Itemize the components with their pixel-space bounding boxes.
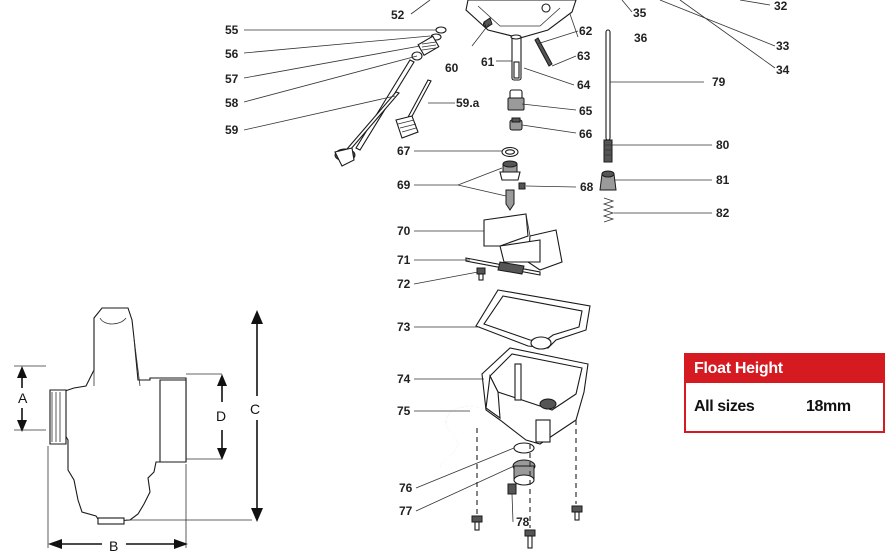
callout-79: 79 <box>712 75 726 89</box>
callout-69: 69 <box>397 178 411 192</box>
callout-59a: 59.a <box>456 96 480 110</box>
callout-35: 35 <box>633 6 647 20</box>
part-60 <box>471 17 493 47</box>
part-68-screw <box>518 182 526 190</box>
needle-jet-assembly <box>334 26 447 167</box>
part-75-hose <box>439 405 484 467</box>
callout-64: 64 <box>577 78 591 92</box>
callout-68: 68 <box>580 180 594 194</box>
callout-67: 67 <box>397 144 411 158</box>
float-height-row-value: 18mm <box>806 398 851 415</box>
callout-72: 72 <box>397 277 411 291</box>
dimension-b-label: B <box>109 538 118 554</box>
callout-59: 59 <box>225 123 239 137</box>
dimension-c-label: C <box>250 401 260 417</box>
part-72-screw <box>476 267 486 281</box>
callout-74: 74 <box>397 372 411 386</box>
part-79-rod <box>605 29 611 141</box>
dimension-a-label: A <box>18 390 28 406</box>
carb-body-top <box>465 0 577 39</box>
float-height-table: Float Height All sizes 18mm <box>684 353 885 433</box>
callout-70: 70 <box>397 224 411 238</box>
callout-labels: 52 55 56 57 58 59 59.a 60 61 62 63 64 35… <box>225 0 790 529</box>
callout-58: 58 <box>225 96 239 110</box>
float-height-row-label: All sizes <box>694 398 755 415</box>
callout-63: 63 <box>577 49 591 63</box>
part-82-spring <box>602 197 615 223</box>
callout-34: 34 <box>776 63 790 77</box>
callout-62: 62 <box>579 24 593 38</box>
float-height-row: All sizes 18mm <box>686 383 883 431</box>
part-67-oring <box>501 146 519 158</box>
callout-61: 61 <box>481 55 495 69</box>
callout-56: 56 <box>225 47 239 61</box>
part-70-float <box>483 213 563 271</box>
part-63-needle <box>534 37 553 67</box>
part-77-drain-plug <box>512 459 536 486</box>
callout-81: 81 <box>716 173 730 187</box>
callout-55: 55 <box>225 23 239 37</box>
callout-36: 36 <box>634 31 648 45</box>
part-65-jet <box>507 89 525 111</box>
leader-lines <box>243 0 776 523</box>
callout-33: 33 <box>776 39 790 53</box>
part-61-tube <box>510 34 522 81</box>
callout-65: 65 <box>579 104 593 118</box>
dimension-d-label: D <box>216 408 226 424</box>
callout-76: 76 <box>399 481 413 495</box>
callout-77: 77 <box>399 504 413 518</box>
float-height-title: Float Height <box>686 355 883 383</box>
part-76-oring <box>513 442 535 454</box>
callout-52: 52 <box>391 8 405 22</box>
callout-73: 73 <box>397 320 411 334</box>
part-81-cap <box>599 170 617 191</box>
part-69-valve <box>499 160 521 211</box>
part-66-jet <box>509 117 523 131</box>
callout-78: 78 <box>516 515 530 529</box>
callout-80: 80 <box>716 138 730 152</box>
part-73-gasket <box>475 289 591 350</box>
callout-66: 66 <box>579 127 593 141</box>
callout-57: 57 <box>225 72 239 86</box>
callout-75: 75 <box>397 404 411 418</box>
part-80-plunger <box>603 139 613 163</box>
callout-71: 71 <box>397 253 411 267</box>
callout-82: 82 <box>716 206 730 220</box>
carb-side-profile <box>49 307 187 525</box>
part-74-bowl <box>481 347 589 445</box>
callout-60: 60 <box>445 61 459 75</box>
dimension-lines: A D C B <box>14 310 263 554</box>
callout-32: 32 <box>774 0 788 13</box>
